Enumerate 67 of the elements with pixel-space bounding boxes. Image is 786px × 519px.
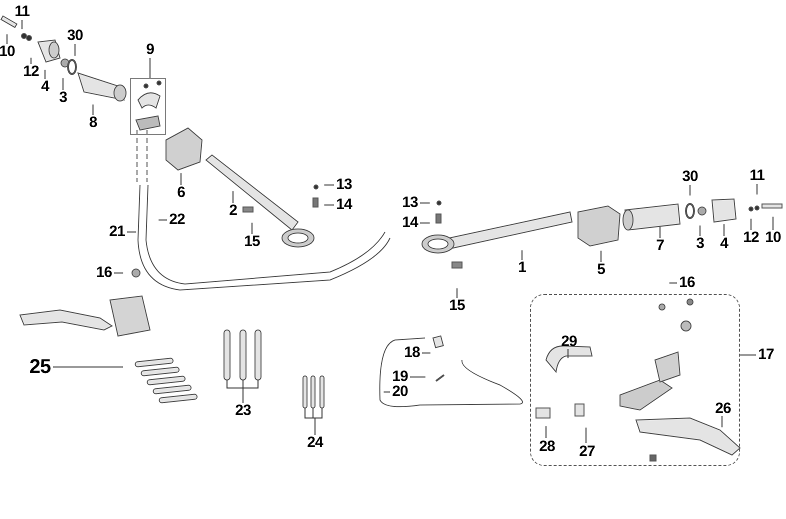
callout-number: 20 [390, 384, 410, 400]
callout-number: 4 [718, 236, 730, 252]
callout-number: 9 [144, 42, 156, 58]
leader-line [74, 44, 76, 56]
callout-number: 6 [176, 185, 186, 201]
callout-number: 12 [21, 64, 41, 80]
callout-number: 14 [334, 197, 354, 213]
leader-line [180, 172, 182, 186]
leader-line [456, 288, 458, 298]
leader-line [44, 69, 46, 80]
callout-number: 16 [94, 265, 114, 281]
callout-number: 30 [65, 28, 85, 44]
callout-number: 28 [537, 439, 557, 455]
callout-number: 3 [58, 90, 68, 106]
leader-line [420, 222, 430, 224]
leader-line [420, 202, 430, 204]
leader-line [232, 190, 234, 204]
leader-line [756, 184, 758, 195]
callout-number: 8 [88, 115, 98, 131]
leader-line [92, 104, 94, 116]
callout-number: 22 [167, 212, 187, 228]
leader-line [410, 376, 426, 378]
leader-line [6, 34, 8, 44]
callout-number: 4 [40, 79, 50, 95]
leader-line [324, 184, 334, 186]
callout-number: 7 [654, 238, 666, 254]
leader-line [30, 57, 32, 64]
callout-number: 27 [577, 444, 597, 460]
callout-number: 11 [747, 168, 767, 184]
leader-line [600, 250, 602, 262]
callout-number: 30 [680, 169, 700, 185]
leader-line [62, 78, 64, 90]
leader-line [772, 216, 774, 230]
callout-number: 14 [400, 215, 420, 231]
callout-number: 15 [242, 234, 262, 250]
callout-number: 18 [402, 345, 422, 361]
leader-line [114, 272, 124, 274]
callout-number: 2 [228, 203, 238, 219]
callout-number: 10 [0, 44, 17, 60]
callout-number: 12 [741, 230, 761, 246]
callout-number: 25 [27, 356, 53, 378]
callout-number: 26 [713, 401, 733, 417]
group-outline [530, 294, 740, 466]
leader-line [750, 218, 752, 230]
callout-number: 3 [694, 236, 706, 252]
leader-line [52, 366, 124, 368]
leader-line [324, 204, 334, 206]
callout-number: 29 [559, 334, 579, 350]
callout-number: 24 [305, 435, 325, 451]
leader-line [740, 354, 756, 356]
callout-number: 15 [447, 298, 467, 314]
callout-number: 19 [390, 369, 410, 385]
callout-number: 17 [756, 347, 776, 363]
callout-number: 1 [516, 260, 528, 276]
callout-number: 13 [400, 195, 420, 211]
leader-line [422, 352, 431, 354]
callout-number: 23 [233, 403, 253, 419]
group-outline [130, 78, 166, 135]
leader-line [304, 408, 322, 436]
callout-number: 16 [677, 275, 697, 291]
callout-number: 5 [596, 262, 606, 278]
callout-number: 10 [763, 230, 783, 246]
leader-line [668, 282, 678, 284]
leader-line [226, 380, 258, 404]
callout-number: 21 [107, 224, 127, 240]
callout-number: 13 [334, 177, 354, 193]
callout-number: 11 [12, 4, 32, 20]
